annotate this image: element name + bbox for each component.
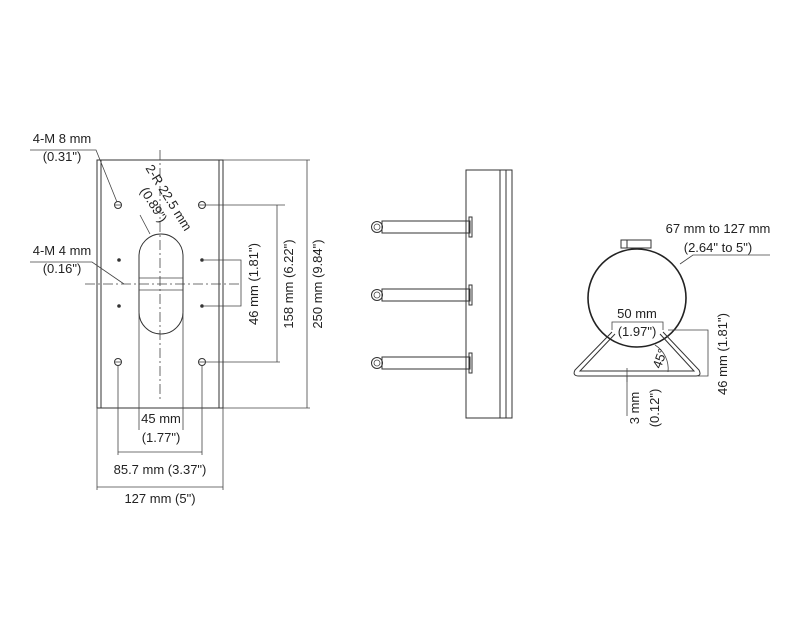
dim-45-inch: (1.77"): [142, 430, 181, 445]
v-bracket: [573, 331, 701, 377]
m4-holes: [117, 258, 204, 308]
clamp-view: 67 mm to 127 mm (2.64" to 5") 50 mm (1.9…: [573, 221, 771, 428]
arm-1: [371, 216, 473, 238]
dim-3: 3 mm: [627, 392, 642, 425]
range-inch: (2.64" to 5"): [684, 240, 753, 255]
angle-label: 45°: [649, 347, 670, 371]
front-view: 4-M 8 mm (0.31") 4-M 4 mm (0.16") 2-R 22…: [30, 131, 325, 506]
side-view: [371, 169, 513, 419]
side-plate: [465, 169, 513, 419]
m8-label: 4-M 8 mm: [33, 131, 92, 146]
arm-3: [371, 352, 473, 374]
dim-50-inch: (1.97"): [618, 324, 657, 339]
m4-inch: (0.16"): [43, 261, 82, 276]
m8-holes: [114, 201, 206, 366]
range-label: 67 mm to 127 mm: [666, 221, 771, 236]
dim-158: 158 mm (6.22"): [281, 239, 296, 328]
dim-50: 50 mm: [617, 306, 657, 321]
m8-inch: (0.31"): [43, 149, 82, 164]
clamp-screw: [620, 239, 652, 249]
dim-250: 250 mm (9.84"): [310, 239, 325, 328]
dim-45: 45 mm: [141, 411, 181, 426]
dim-46-clamp: 46 mm (1.81"): [715, 313, 730, 395]
arm-2: [371, 284, 473, 306]
pole-circle: [587, 248, 687, 348]
dim-85: 85.7 mm (3.37"): [114, 462, 207, 477]
m4-label: 4-M 4 mm: [33, 243, 92, 258]
dim-127: 127 mm (5"): [124, 491, 195, 506]
dim-3-inch: (0.12"): [647, 389, 662, 428]
dim-46: 46 mm (1.81"): [246, 243, 261, 325]
